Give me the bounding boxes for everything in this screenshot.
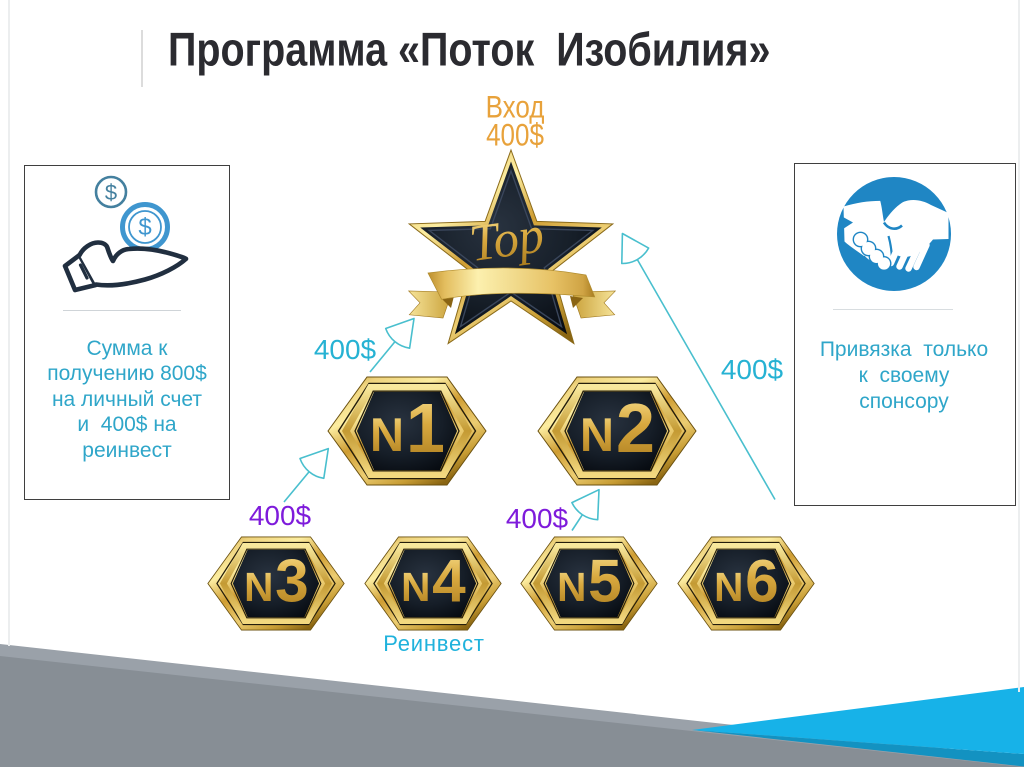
svg-text:N: N (370, 408, 404, 461)
svg-text:N: N (557, 564, 586, 610)
svg-text:1: 1 (406, 389, 445, 467)
svg-text:6: 6 (745, 547, 779, 615)
svg-text:Top: Top (466, 206, 547, 273)
svg-text:N: N (580, 408, 614, 461)
svg-text:N: N (401, 564, 430, 610)
svg-text:$: $ (138, 214, 151, 241)
svg-text:4: 4 (432, 547, 466, 615)
svg-text:N: N (714, 564, 743, 610)
svg-text:2: 2 (616, 389, 655, 467)
svg-text:$: $ (105, 180, 117, 205)
svg-text:5: 5 (588, 547, 622, 615)
svg-text:N: N (244, 564, 273, 610)
svg-text:3: 3 (275, 547, 309, 615)
